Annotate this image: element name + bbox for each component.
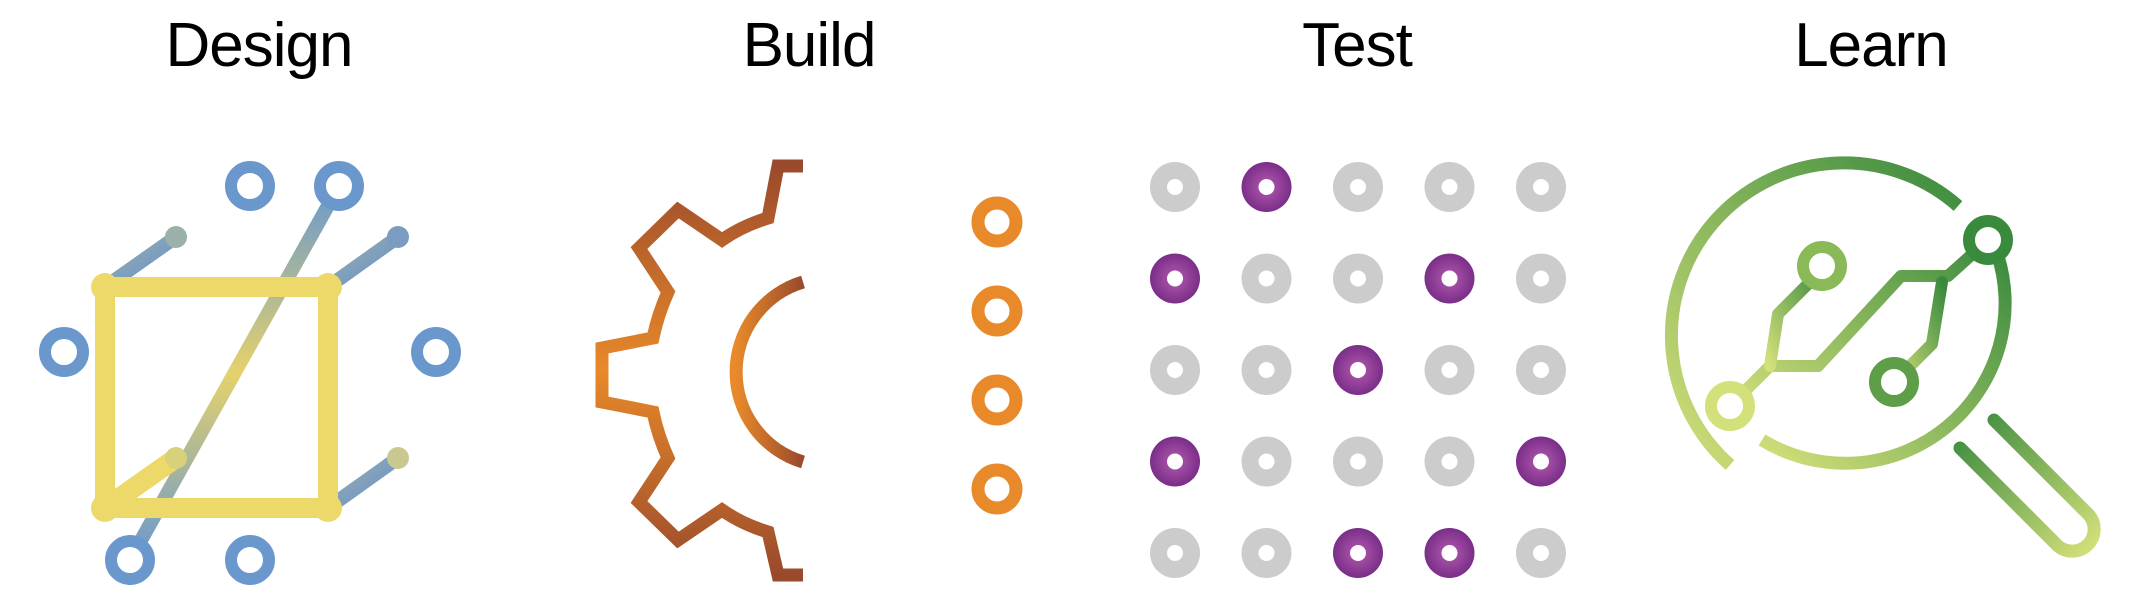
- grid-dot-center: [1258, 453, 1275, 470]
- grid-dot-center: [1167, 362, 1183, 378]
- grid-dot-center: [1167, 179, 1183, 195]
- grid-dot-center: [1258, 545, 1275, 561]
- grid-dot-center: [1441, 270, 1458, 287]
- grid-dot-center: [1167, 270, 1183, 287]
- grid-dot-center: [1533, 179, 1549, 195]
- grid-dot-center: [1167, 453, 1183, 470]
- stage-label-test: Test: [1302, 11, 1413, 80]
- grid-dot-center: [1167, 545, 1183, 561]
- grid-dot-center: [1533, 362, 1549, 378]
- gear-circuit-icon: [595, 159, 1023, 582]
- grid-dot-center: [1533, 453, 1549, 470]
- grid-dot-center: [1441, 362, 1458, 378]
- wireframe-cube-icon: [39, 161, 461, 585]
- grid-dot-center: [1350, 362, 1366, 378]
- stage-label-learn: Learn: [1794, 11, 1949, 80]
- grid-dot-center: [1258, 362, 1275, 378]
- stage-label-build: Build: [742, 11, 877, 80]
- grid-dot-center: [1258, 179, 1275, 195]
- grid-dot-center: [1350, 179, 1366, 195]
- grid-dot-center: [1441, 453, 1458, 470]
- grid-dot-center: [1258, 270, 1275, 287]
- grid-dot-center: [1350, 270, 1366, 287]
- grid-dot-center: [1350, 545, 1366, 561]
- grid-dot-center: [1441, 545, 1458, 561]
- grid-dot-center: [1533, 545, 1549, 561]
- grid-dot-center: [1350, 453, 1366, 470]
- dot-grid-icon: [1150, 162, 1566, 578]
- grid-dot-center: [1533, 270, 1549, 287]
- grid-dot-center: [1441, 179, 1458, 195]
- magnifier-circuit-icon: [1665, 156, 2101, 558]
- stage-label-design: Design: [165, 11, 354, 80]
